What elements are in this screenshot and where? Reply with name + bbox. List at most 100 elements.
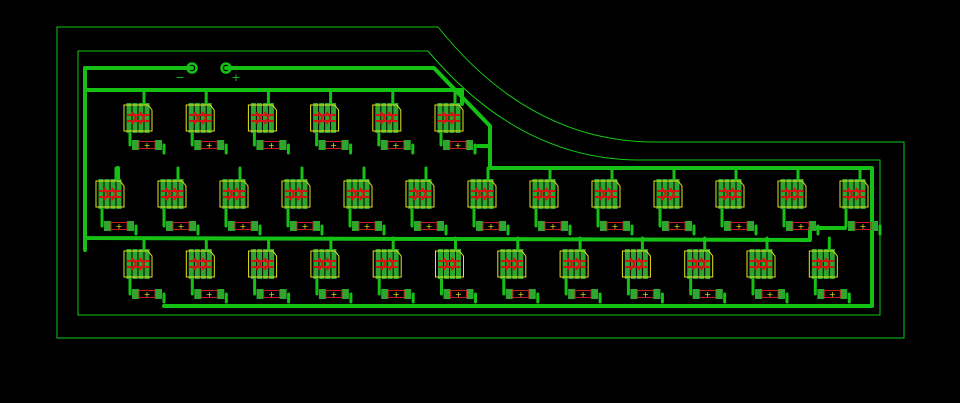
led-footprint[interactable] xyxy=(372,103,402,133)
resistor-pad xyxy=(194,289,202,299)
resistor-footprint[interactable]: + xyxy=(318,140,349,150)
resistor-footprint[interactable]: + xyxy=(414,221,444,231)
resistor-pad xyxy=(809,221,816,231)
resistor-footprint[interactable]: + xyxy=(132,289,162,299)
led-die-icon xyxy=(471,187,493,201)
resistor-pad xyxy=(352,221,359,231)
resistor-pad xyxy=(313,221,320,231)
resistor-footprint[interactable]: + xyxy=(104,221,134,231)
positive-terminal-label: + xyxy=(231,71,240,84)
led-pad xyxy=(730,179,736,209)
led-pad xyxy=(823,249,829,279)
led-die-icon xyxy=(189,111,212,125)
led-footprint[interactable] xyxy=(435,249,464,279)
led-pad xyxy=(393,249,399,279)
resistor-footprint[interactable]: + xyxy=(381,289,412,299)
resistor-pad xyxy=(404,289,412,299)
led-footprint[interactable] xyxy=(95,179,125,209)
resistor-footprint[interactable]: + xyxy=(568,289,599,299)
resistor-footprint[interactable]: + xyxy=(318,289,349,299)
led-footprint[interactable] xyxy=(248,249,278,279)
resistor-footprint[interactable]: + xyxy=(817,289,848,299)
led-footprint[interactable] xyxy=(247,103,277,133)
resistor-pad xyxy=(685,221,692,231)
resistor-pad xyxy=(318,289,326,299)
led-footprint[interactable] xyxy=(405,179,435,209)
resistor-pad xyxy=(403,140,411,150)
resistor-footprint[interactable]: + xyxy=(443,289,474,299)
negative-terminal-pad[interactable] xyxy=(186,62,198,74)
led-footprint[interactable] xyxy=(808,249,838,279)
led-pad xyxy=(699,249,705,279)
led-die-icon xyxy=(251,257,274,271)
resistor-footprint[interactable]: + xyxy=(476,221,506,231)
led-pad xyxy=(144,249,150,279)
resistor-footprint[interactable]: + xyxy=(228,221,258,231)
resistor-footprint[interactable]: + xyxy=(256,289,287,299)
negative-rail xyxy=(83,66,847,242)
resistor-footprint[interactable]: + xyxy=(443,140,473,150)
led-silkscreen xyxy=(777,180,807,208)
resistor-footprint[interactable]: + xyxy=(786,221,816,231)
led-footprint[interactable] xyxy=(653,179,683,209)
led-footprint[interactable] xyxy=(157,179,187,209)
resistor-footprint[interactable]: + xyxy=(256,140,287,150)
resistor-pad xyxy=(414,221,421,231)
led-footprint[interactable] xyxy=(777,179,807,209)
resistor-footprint[interactable]: + xyxy=(290,221,320,231)
resistor-footprint[interactable]: + xyxy=(538,221,568,231)
led-pad xyxy=(144,103,150,133)
resistor-footprint[interactable]: + xyxy=(194,289,225,299)
resistor-footprint[interactable]: + xyxy=(692,289,723,299)
led-footprint[interactable] xyxy=(467,179,497,209)
led-pad xyxy=(449,103,455,133)
led-footprint[interactable] xyxy=(559,249,589,279)
resistor-body xyxy=(482,222,500,230)
resistor-body xyxy=(387,141,405,149)
led-pad xyxy=(284,179,290,209)
led-pad xyxy=(470,179,476,209)
resistor-footprint[interactable]: + xyxy=(194,140,225,150)
led-footprint[interactable] xyxy=(123,103,153,133)
resistor-footprint[interactable]: + xyxy=(132,140,162,150)
resistor-footprint[interactable]: + xyxy=(630,289,661,299)
led-footprint[interactable] xyxy=(621,249,651,279)
resistor-mark: + xyxy=(426,222,433,231)
led-footprint[interactable] xyxy=(219,179,249,209)
led-pad xyxy=(544,179,550,209)
resistor-footprint[interactable]: + xyxy=(166,221,196,231)
led-footprint[interactable] xyxy=(434,103,464,133)
resistor-footprint[interactable]: + xyxy=(600,221,630,231)
led-footprint[interactable] xyxy=(529,179,559,209)
led-footprint[interactable] xyxy=(372,249,402,279)
resistor-footprint[interactable]: + xyxy=(380,140,411,150)
resistor-footprint[interactable]: + xyxy=(724,221,754,231)
led-footprint[interactable] xyxy=(839,179,869,209)
led-footprint[interactable] xyxy=(591,179,621,209)
resistor-footprint[interactable]: + xyxy=(848,221,878,231)
positive-terminal-pad[interactable] xyxy=(220,62,232,74)
led-footprint[interactable] xyxy=(185,249,215,279)
resistor-footprint[interactable]: + xyxy=(662,221,692,231)
resistor-mark: + xyxy=(704,290,711,299)
led-footprint[interactable] xyxy=(684,249,714,279)
led-footprint[interactable] xyxy=(343,179,373,209)
led-footprint[interactable] xyxy=(310,103,340,133)
resistor-footprint[interactable]: + xyxy=(352,221,382,231)
led-footprint[interactable] xyxy=(281,179,311,209)
led-footprint[interactable] xyxy=(310,249,340,279)
led-die-icon xyxy=(438,111,460,125)
led-footprint[interactable] xyxy=(497,249,527,279)
led-footprint[interactable] xyxy=(746,249,776,279)
led-die-icon xyxy=(500,257,523,271)
led-footprint[interactable] xyxy=(715,179,745,209)
led-row-middle: + + + + + + + + + + + + + xyxy=(95,179,878,231)
resistor-footprint[interactable]: + xyxy=(755,289,785,299)
led-footprint[interactable] xyxy=(185,103,215,133)
resistor-body xyxy=(110,222,128,230)
led-pad xyxy=(408,179,414,209)
led-footprint[interactable] xyxy=(123,249,153,279)
resistor-pad xyxy=(104,221,111,231)
led-die-icon xyxy=(687,257,710,271)
resistor-footprint[interactable]: + xyxy=(505,289,536,299)
